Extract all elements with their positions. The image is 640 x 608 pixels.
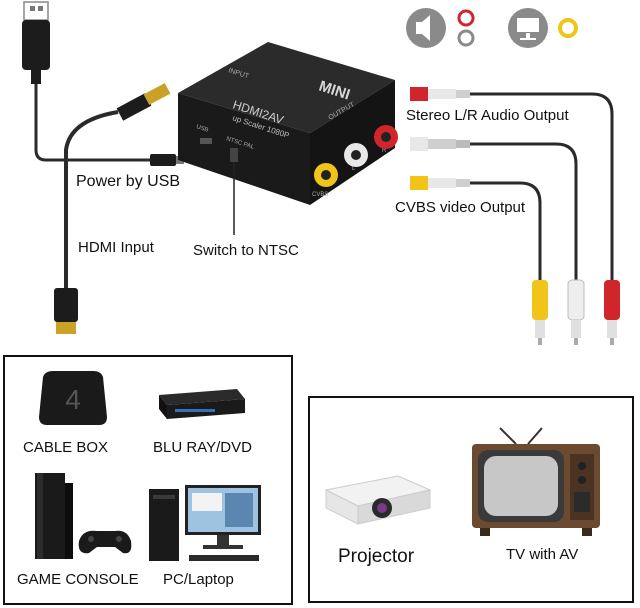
rca-red-plug-bottom (604, 280, 620, 345)
display-label-projector: Projector (338, 546, 415, 567)
source-devices-panel: 4 CABLE BOX BLU RAY/DVD GAME CONSOLE PC/… (3, 355, 293, 605)
red-cable (470, 92, 614, 280)
power-usb-label: Power by USB (76, 173, 181, 190)
svg-text:4: 4 (65, 384, 81, 415)
rca-white-plug-top (410, 137, 470, 151)
source-label-game-console: GAME CONSOLE (17, 571, 139, 588)
monitor-icon (508, 8, 548, 48)
game-console-icon (35, 473, 132, 559)
source-label-cable-box: CABLE BOX (23, 439, 109, 456)
hdmi-cable (64, 110, 119, 290)
rca-red-white-icon (457, 9, 475, 47)
rca-yellow-plug-top (410, 176, 470, 190)
rca-white-plug-bottom (567, 279, 585, 345)
source-label-bluray: BLU RAY/DVD (153, 439, 252, 456)
projector-icon (324, 475, 432, 525)
rca-yellow-icon (558, 18, 578, 38)
ntsc-switch (230, 148, 238, 162)
yellow-cable (470, 181, 542, 280)
usb-cable (34, 84, 165, 162)
rca-red-plug-top (410, 87, 470, 101)
pc-icon (149, 485, 261, 561)
display-label-tv: TV with AV (506, 546, 579, 563)
hdmi-input-label: HDMI Input (78, 239, 154, 256)
hdmi-plug-bottom (54, 288, 78, 334)
tv-icon (472, 427, 600, 536)
converter-l-label: L (352, 166, 356, 172)
display-devices-panel: Projector TV with AV (308, 396, 634, 603)
speaker-icon (406, 8, 446, 48)
cable-box-icon: 4 (39, 371, 107, 425)
usb-plug-icon (22, 1, 50, 84)
hdmi-plug-top (116, 83, 171, 121)
audio-output-label: Stereo L/R Audio Output (406, 107, 569, 124)
source-label-pc: PC/Laptop (163, 571, 234, 588)
connection-diagram: MINI HDMI2AV up Scaler 1080P INPUT OUTPU… (22, 1, 620, 345)
white-cable (470, 142, 578, 280)
converter-r-label: R (382, 148, 387, 154)
usb-port (200, 138, 212, 144)
switch-ntsc-label: Switch to NTSC (193, 242, 299, 259)
hdmi2av-converter: MINI HDMI2AV up Scaler 1080P INPUT OUTPU… (178, 42, 398, 205)
video-output-label: CVBS video Output (395, 199, 526, 216)
bluray-player-icon (159, 389, 245, 419)
converter-cvbs-label: CVBS (312, 192, 328, 198)
converter-usb-label: USB (195, 124, 209, 134)
rca-yellow-plug-bottom (532, 280, 548, 345)
